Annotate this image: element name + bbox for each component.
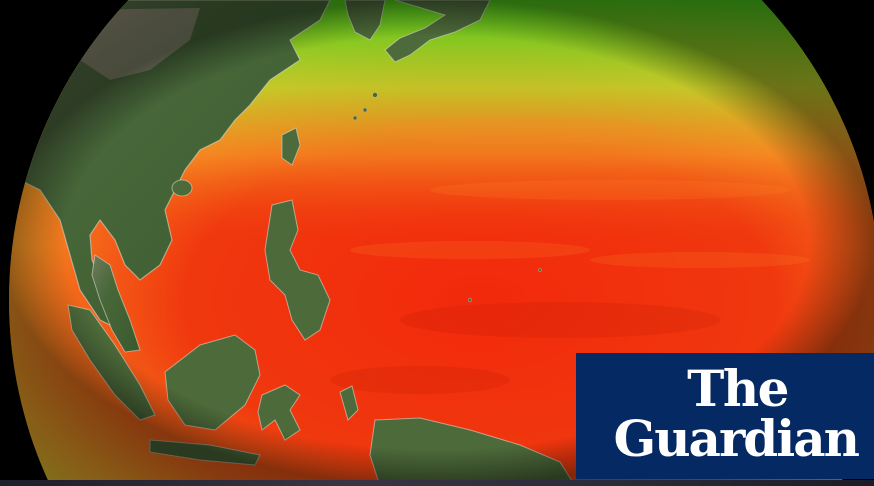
- bottom-edge-strip: [0, 480, 874, 486]
- logo-line-the: The: [687, 359, 789, 418]
- logo-line-guardian: Guardian: [613, 409, 861, 468]
- guardian-logo: The Guardian: [576, 353, 874, 479]
